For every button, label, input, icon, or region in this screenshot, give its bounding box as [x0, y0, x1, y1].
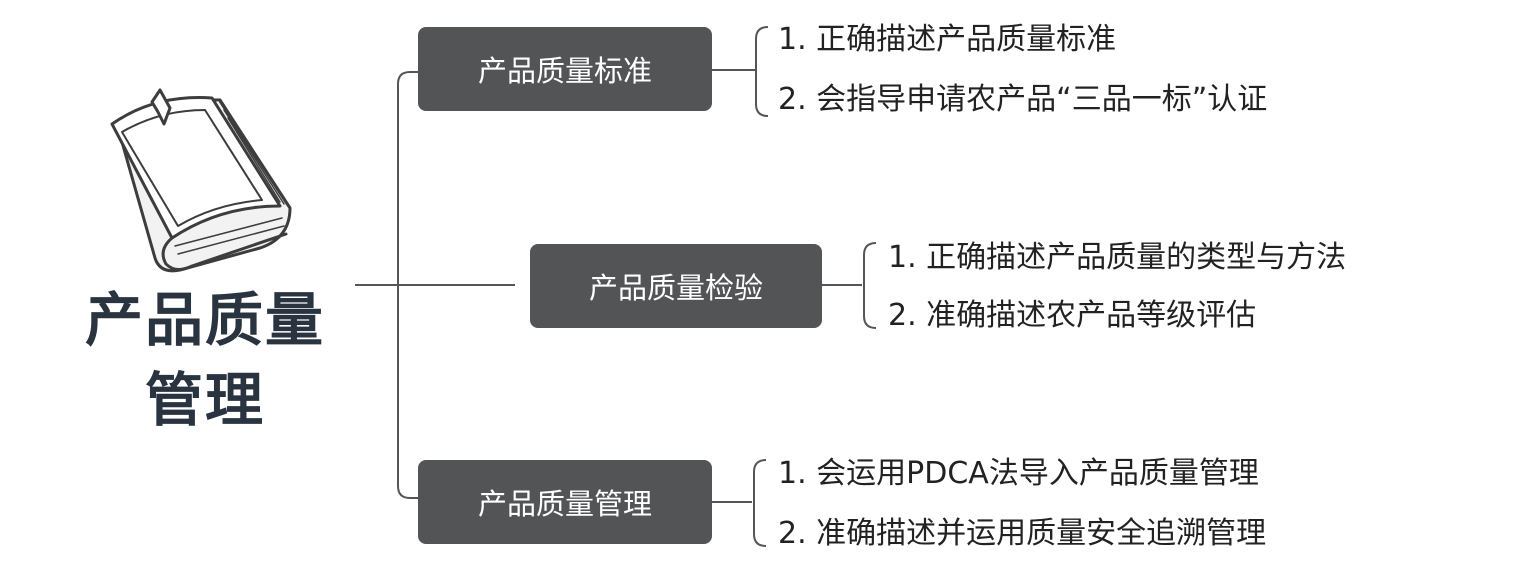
branch-node-label: 产品质量检验 — [588, 271, 763, 305]
trunk-bracket — [397, 71, 411, 499]
branch-2-bracket — [863, 242, 877, 329]
root-title-line-2: 管理 — [144, 366, 265, 434]
leaf-item-inspection-1: 1. 正确描述产品质量的类型与方法 — [888, 240, 1347, 275]
root-title-line-1: 产品质量 — [84, 286, 325, 354]
branch-node-management: 产品质量管理 — [418, 460, 712, 544]
leaf-item-management-1: 1. 会运用PDCA法导入产品质量管理 — [778, 456, 1259, 491]
leaf-item-standard-1: 1. 正确描述产品质量标准 — [778, 22, 1117, 57]
branch-1-bracket — [755, 26, 769, 117]
branch-node-label: 产品质量管理 — [477, 487, 652, 521]
branch-node-label: 产品质量标准 — [477, 54, 652, 88]
branch-node-inspection: 产品质量检验 — [530, 244, 822, 328]
leaf-item-standard-2: 2. 会指导申请农产品“三品一标”认证 — [778, 82, 1268, 117]
book-icon — [110, 88, 292, 273]
branch-node-standard: 产品质量标准 — [418, 27, 712, 111]
leaf-item-inspection-2: 2. 准确描述农产品等级评估 — [888, 298, 1257, 333]
root-title: 产品质量 管理 — [70, 280, 340, 440]
branch-3-bracket — [753, 459, 767, 547]
leaf-item-management-2: 2. 准确描述并运用质量安全追溯管理 — [778, 516, 1267, 551]
